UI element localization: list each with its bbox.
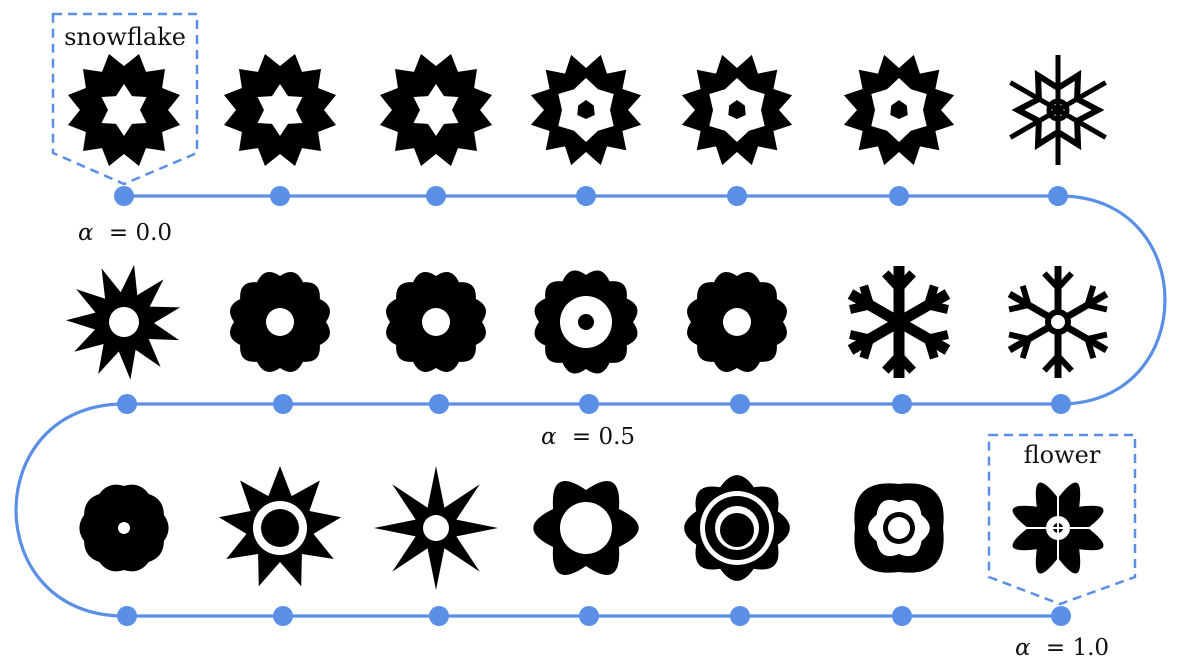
twig <box>1086 331 1108 342</box>
icon-hole <box>413 84 459 136</box>
icon-center <box>261 509 299 547</box>
step-dot <box>889 186 909 206</box>
twig <box>1042 353 1061 373</box>
icon-hole <box>423 515 449 541</box>
icon-hole <box>1051 315 1065 329</box>
alpha-end-label: α = 1.0 <box>1015 635 1109 661</box>
step-dot <box>727 186 747 206</box>
interpolation-steps <box>114 186 1071 626</box>
twig <box>1008 331 1030 342</box>
step-dot <box>114 186 134 206</box>
icon-center <box>720 513 754 547</box>
step-dot <box>730 394 750 414</box>
step-dot <box>273 394 293 414</box>
step-dot <box>579 606 599 626</box>
step-dot <box>117 394 137 414</box>
twig <box>859 284 874 307</box>
start-label-box <box>51 12 199 186</box>
twig <box>882 352 903 374</box>
branch <box>847 289 902 327</box>
end-label-box <box>987 433 1137 606</box>
step-dot <box>117 606 137 626</box>
step-dot <box>892 394 912 414</box>
shape-grid <box>66 54 1109 590</box>
branch <box>896 317 951 355</box>
icon-center <box>728 100 746 119</box>
snowflake-icon <box>1007 266 1109 378</box>
icon-hole <box>257 84 303 136</box>
icon-center <box>577 100 595 119</box>
twig <box>924 337 939 360</box>
end-label: flower <box>1024 441 1101 469</box>
icon-hole <box>422 308 450 336</box>
step-dot <box>273 606 293 626</box>
icon-center <box>890 100 908 119</box>
twig <box>1084 338 1097 360</box>
twig <box>1086 302 1108 313</box>
snowflake-icon <box>847 266 951 378</box>
petal-outline <box>1011 69 1105 151</box>
icon-hole <box>723 308 751 336</box>
start-label: snowflake <box>64 23 186 51</box>
twig <box>895 270 916 292</box>
twig <box>1019 284 1032 306</box>
step-dot <box>1051 606 1071 626</box>
twig <box>1042 271 1061 291</box>
twig <box>1019 338 1032 360</box>
twig <box>1055 353 1074 373</box>
twig <box>1008 302 1030 313</box>
step-dot <box>1048 186 1068 206</box>
icon-hole <box>888 517 910 539</box>
icon-center <box>578 314 594 330</box>
icon-hole <box>109 307 139 337</box>
step-dot <box>429 606 449 626</box>
icon-hole <box>101 84 147 136</box>
alpha-start-label: α = 0.0 <box>78 220 172 246</box>
icon-hole <box>560 502 612 554</box>
step-dot <box>429 394 449 414</box>
icon-hole <box>118 522 130 534</box>
step-dot <box>1051 394 1071 414</box>
icon-hole <box>266 308 294 336</box>
twig <box>1055 271 1074 291</box>
step-dot <box>579 394 599 414</box>
twig <box>1084 284 1097 306</box>
step-dot <box>576 186 596 206</box>
branch <box>847 317 902 355</box>
step-dot <box>892 606 912 626</box>
step-dot <box>270 186 290 206</box>
step-dot <box>730 606 750 626</box>
step-dot <box>426 186 446 206</box>
snowflake-icon <box>1009 55 1107 165</box>
branch <box>896 289 951 327</box>
twig <box>927 300 949 314</box>
center-ring <box>1046 98 1070 122</box>
alpha-mid-label: α = 0.5 <box>541 424 635 450</box>
twig <box>849 330 871 344</box>
